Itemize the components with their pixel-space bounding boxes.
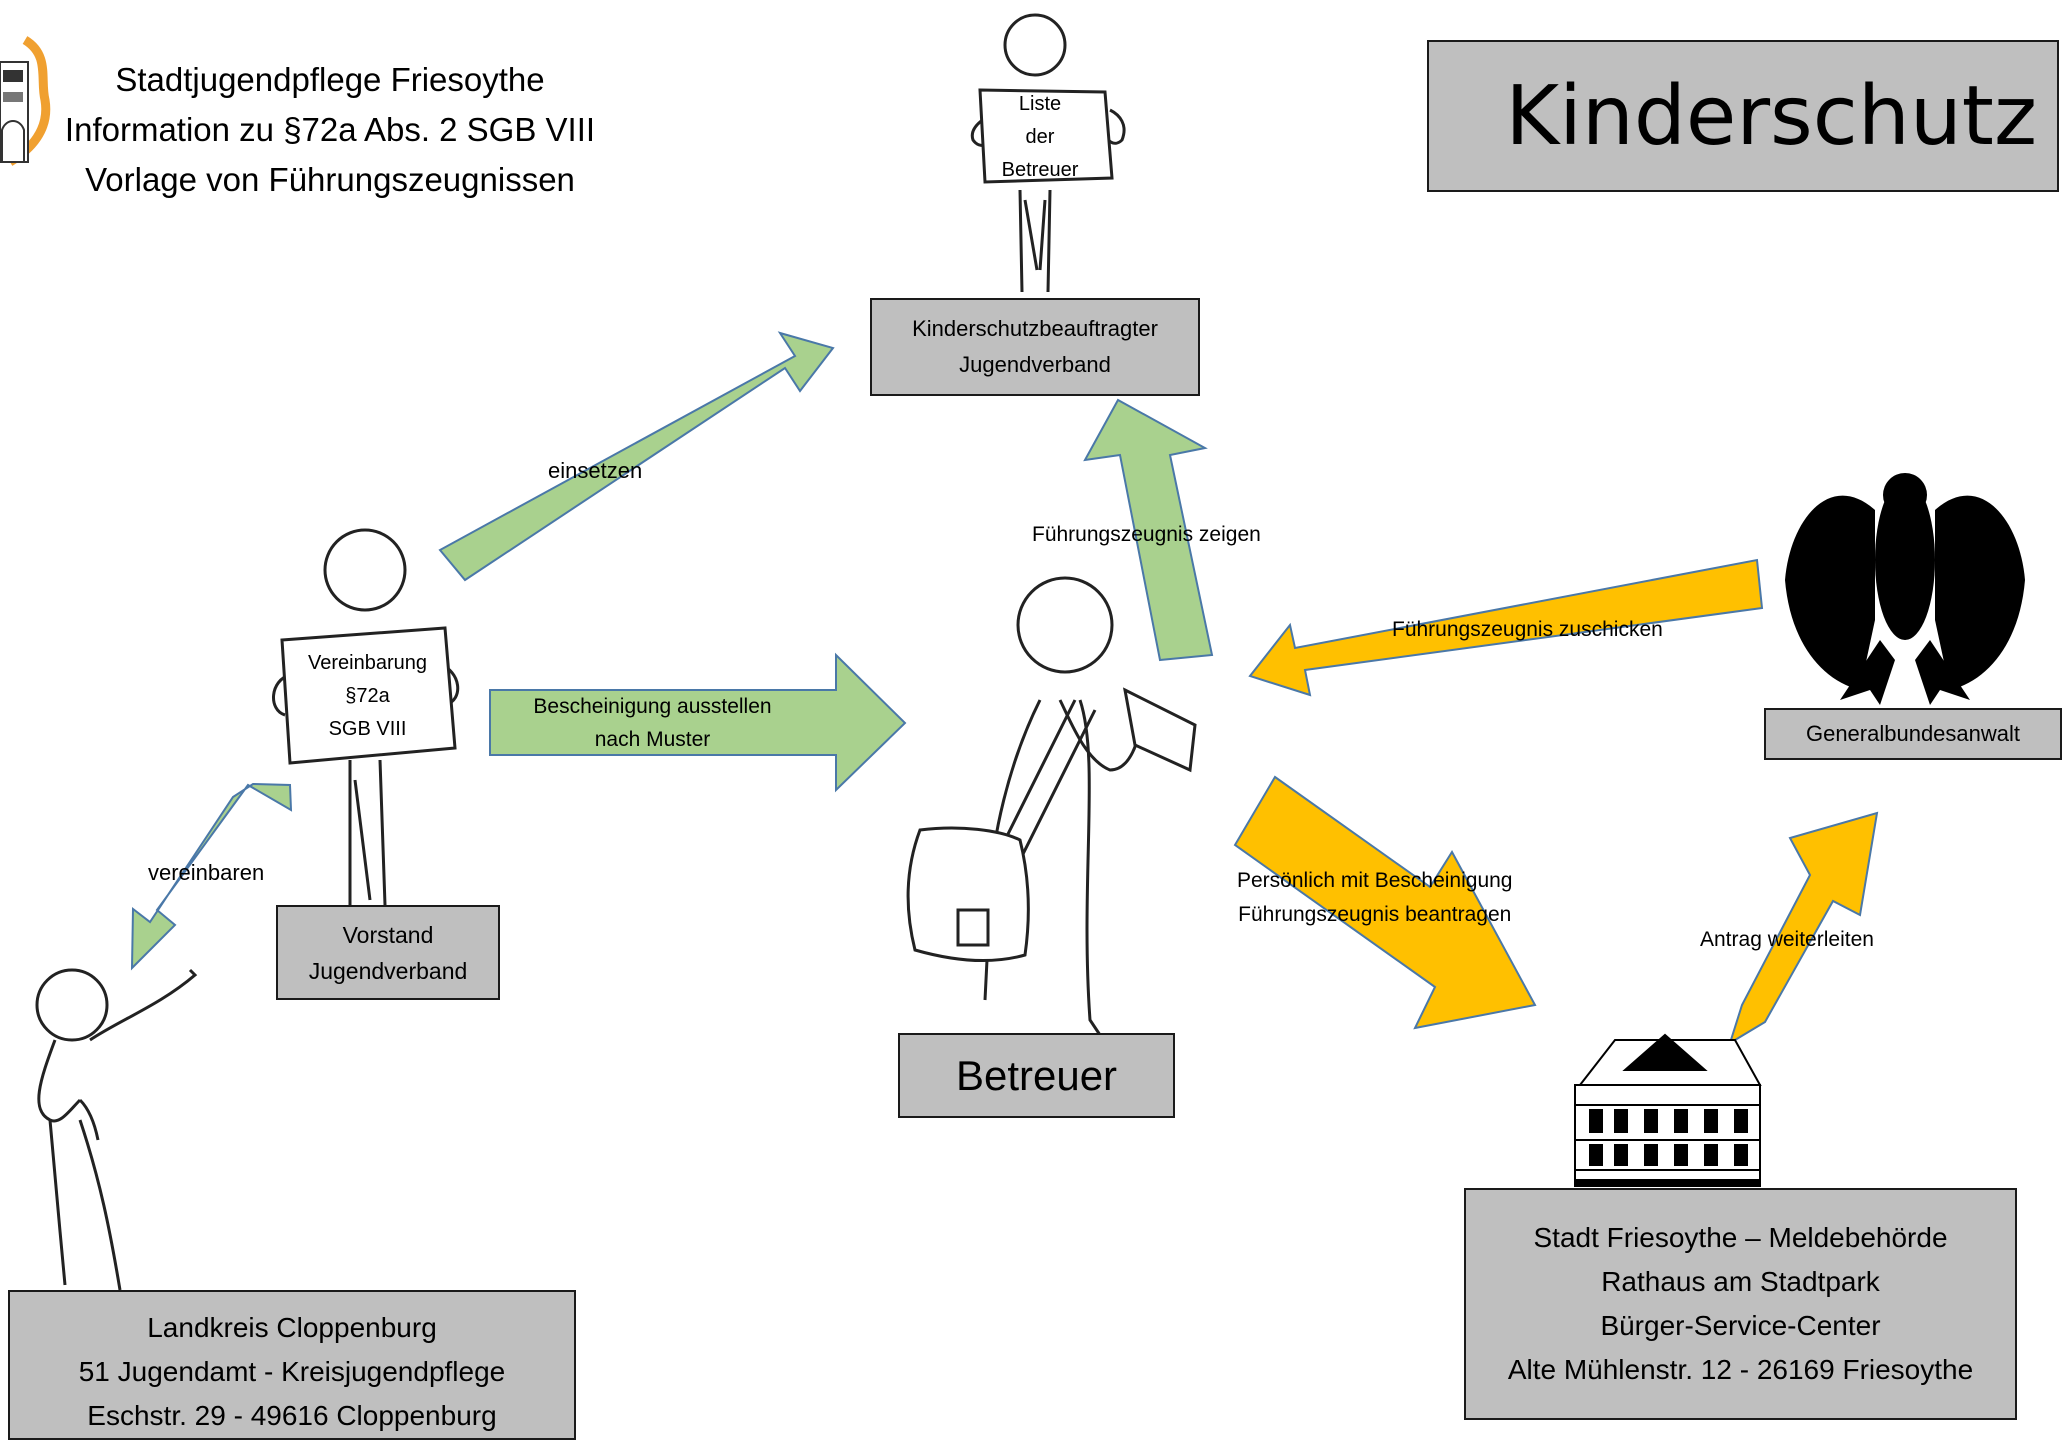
sign-text: der — [1025, 126, 1055, 148]
edge-label-antrag: Antrag weiterleiten — [1700, 928, 1874, 951]
node-landkreis: Landkreis Cloppenburg 51 Jugendamt - Kre… — [8, 1290, 576, 1440]
arrow-antrag — [1728, 811, 1879, 1046]
edge-label-vereinbaren: vereinbaren — [148, 860, 265, 885]
sign-text: Betreuer — [1001, 159, 1079, 181]
arrow-fz-zeigen — [1083, 398, 1214, 662]
node-label: Generalbundesanwalt — [1805, 721, 2021, 746]
node-vorstand: Vorstand Jugendverband — [276, 905, 500, 1000]
sign-vereinbarung: Vereinbarung §72a SGB VIII — [290, 647, 445, 746]
node-label: Jugendverband — [308, 957, 468, 984]
node-label: Landkreis Cloppenburg — [147, 1312, 437, 1343]
node-kinderschutzbeauftragter: Kinderschutzbeauftragter Jugendverband — [870, 298, 1200, 396]
edge-label-persoenlich: Persönlich mit Bescheinigung Führungszeu… — [1237, 864, 1512, 932]
person-sketch-icon — [970, 13, 1126, 293]
node-label: Betreuer — [955, 1051, 1118, 1099]
edge-label-einsetzen: einsetzen — [548, 458, 643, 483]
person-sketch-icon — [35, 968, 198, 1291]
node-betreuer: Betreuer — [898, 1033, 1175, 1118]
sign-text: Liste — [1018, 93, 1062, 115]
edge-label-line: Persönlich mit Bescheinigung — [1237, 869, 1513, 892]
arrow-einsetzen — [438, 331, 835, 582]
node-label: Rathaus am Stadtpark — [1601, 1266, 1880, 1297]
sign-liste-der-betreuer: Liste der Betreuer — [990, 88, 1090, 187]
edge-label-line: nach Muster — [594, 728, 711, 751]
node-label: Jugendverband — [959, 352, 1111, 377]
header-line-3: Vorlage von Führungszeugnissen — [85, 161, 575, 198]
sign-text: SGB VIII — [328, 718, 407, 740]
node-generalbundesanwalt: Generalbundesanwalt — [1764, 708, 2062, 760]
node-stadt-friesoythe: Stadt Friesoythe – Meldebehörde Rathaus … — [1464, 1188, 2017, 1420]
edge-label-line: Bescheinigung ausstellen — [533, 695, 772, 718]
eagle-icon — [1785, 473, 2025, 705]
node-label: Kinderschutzbeauftragter — [912, 316, 1158, 341]
townhall-icon — [1574, 1033, 1762, 1187]
node-label: Stadt Friesoythe – Meldebehörde — [1533, 1222, 1948, 1253]
edge-label-fz-zuschicken: Führungszeugnis zuschicken — [1392, 618, 1663, 641]
person-sketch-icon — [272, 528, 460, 906]
node-label: Bürger-Service-Center — [1600, 1310, 1881, 1341]
tower-logo-icon — [0, 36, 51, 166]
arrow-persoenlich — [1233, 775, 1537, 1030]
edge-label-fz-zeigen: Führungszeugnis zeigen — [1032, 523, 1261, 546]
arrow-vereinbaren — [130, 782, 293, 971]
kinderschutz-banner: Kinderschutz — [1427, 40, 2059, 192]
sign-text: Vereinbarung — [308, 652, 427, 674]
arrow-bescheinigung — [489, 652, 907, 793]
header-line-2: Information zu §72a Abs. 2 SGB VIII — [64, 111, 596, 148]
sign-text: §72a — [345, 685, 390, 707]
banner-title: Kinderschutz — [1505, 68, 2037, 164]
edge-label-bescheinigung: Bescheinigung ausstellen nach Muster — [490, 690, 815, 756]
edge-label-line: Führungszeugnis beantragen — [1238, 903, 1512, 926]
header-line-1: Stadtjugendpflege Friesoythe — [115, 61, 545, 98]
node-label: Vorstand — [342, 921, 434, 948]
arrow-fz-zuschicken — [1248, 558, 1764, 697]
node-label: Eschstr. 29 - 49616 Cloppenburg — [87, 1400, 497, 1431]
node-label: 51 Jugendamt - Kreisjugendpflege — [78, 1356, 506, 1387]
node-label: Alte Mühlenstr. 12 - 26169 Friesoythe — [1507, 1354, 1974, 1385]
person-sketch-icon — [906, 576, 1197, 1036]
page-header: Stadtjugendpflege Friesoythe Information… — [55, 55, 605, 205]
